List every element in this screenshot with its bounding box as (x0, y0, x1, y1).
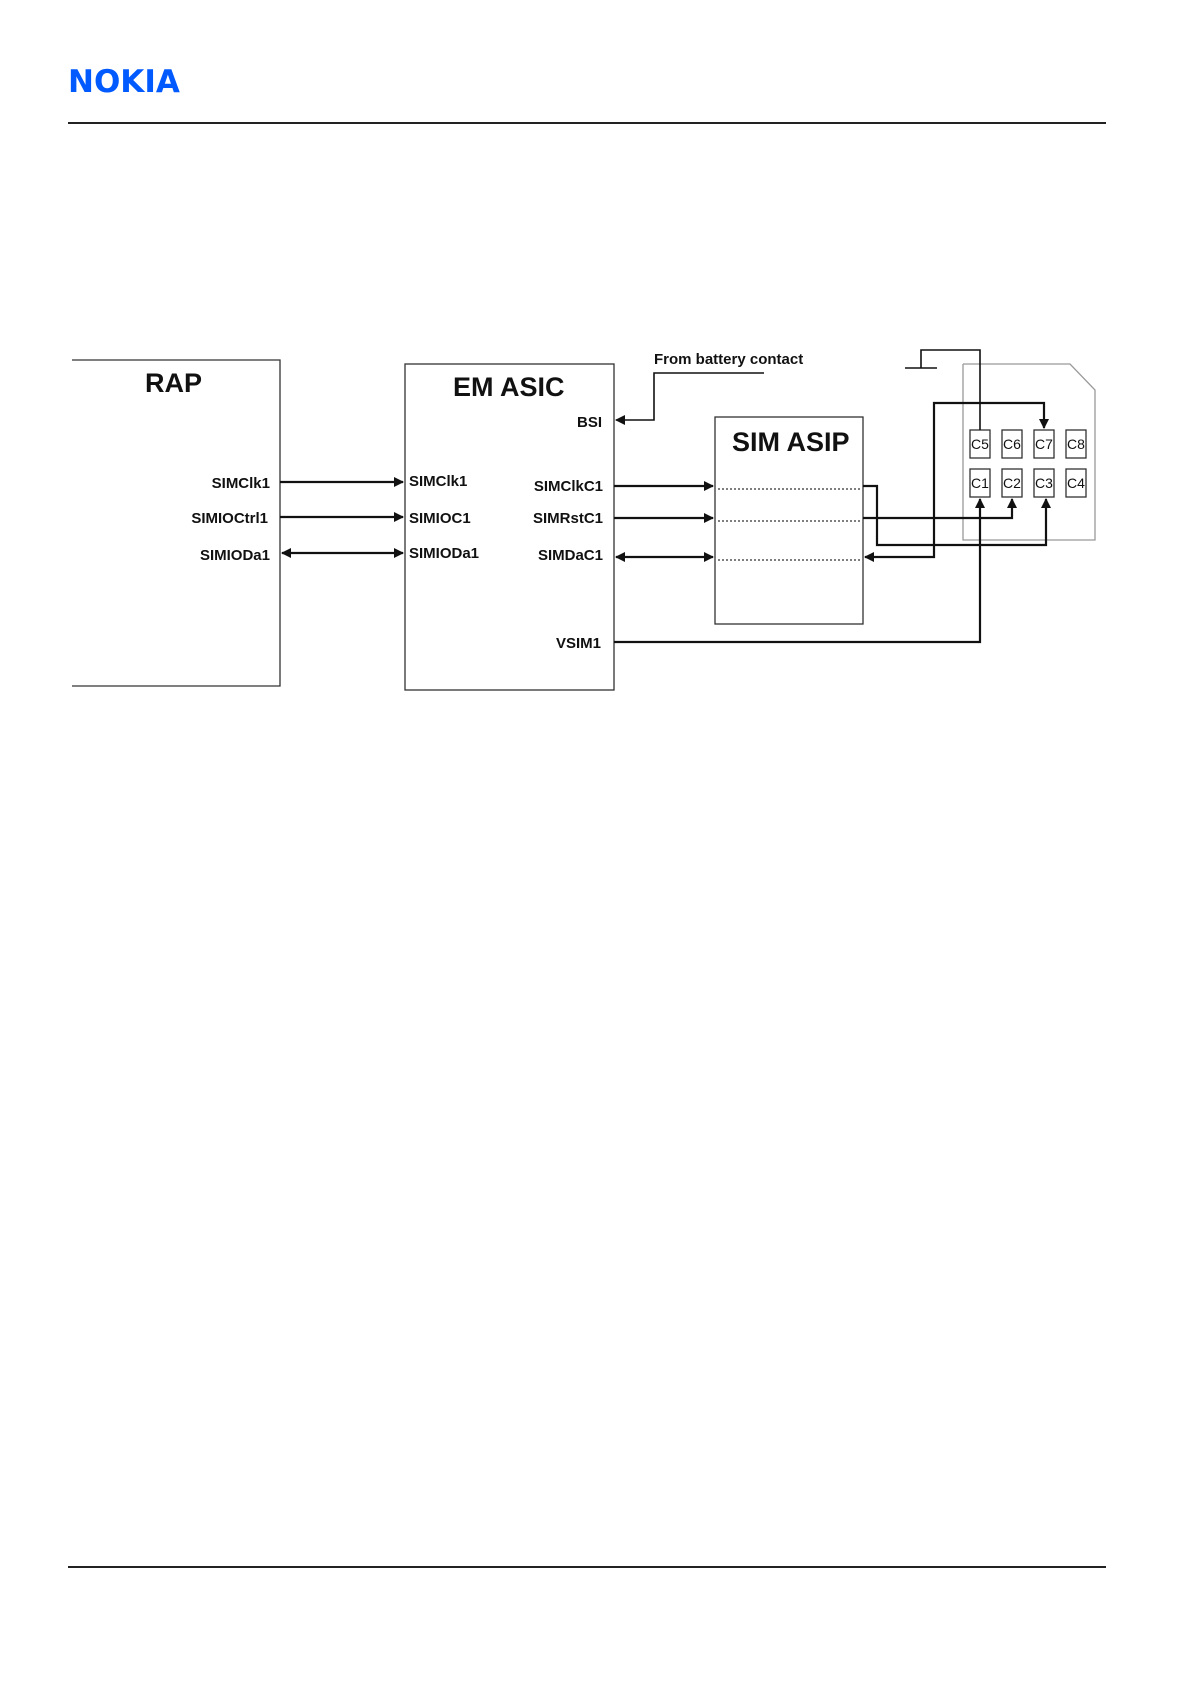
sim-contact-c7: C7 (1034, 430, 1054, 458)
bsi-wire (616, 373, 764, 420)
svg-text:C4: C4 (1067, 475, 1085, 491)
rap-block: RAP SIMClk1 SIMIOCtrl1 SIMIODa1 (72, 360, 280, 686)
wire-clk-to-c3 (863, 486, 1046, 545)
em-asic-pin-simioda1: SIMIODa1 (409, 545, 479, 562)
sim-contact-c3: C3 (1034, 469, 1054, 497)
sim-contact-c6: C6 (1002, 430, 1022, 458)
em-asic-pin-vsim1: VSIM1 (556, 635, 601, 652)
svg-text:C2: C2 (1003, 475, 1021, 491)
rap-pin-simclk1: SIMClk1 (212, 475, 270, 492)
sim-asip-title: SIM ASIP (732, 427, 850, 457)
wire-vsim1-to-c1 (614, 499, 980, 642)
em-asic-pin-simioc1: SIMIOC1 (409, 510, 471, 527)
sim-card: C5 C6 C7 C8 C1 C2 C3 C4 (963, 364, 1095, 540)
rap-title: RAP (145, 368, 202, 398)
sim-contact-c8: C8 (1066, 430, 1086, 458)
svg-text:C3: C3 (1035, 475, 1053, 491)
em-asic-pin-simclk1: SIMClk1 (409, 473, 467, 490)
sim-contact-c5: C5 (970, 430, 990, 458)
sim-card-outline (963, 364, 1095, 540)
sim-contact-c2: C2 (1002, 469, 1022, 497)
svg-text:C7: C7 (1035, 436, 1053, 452)
battery-contact-label: From battery contact (654, 351, 803, 368)
rap-pin-simioctrl1: SIMIOCtrl1 (191, 510, 268, 527)
em-asic-block: EM ASIC BSI SIMClk1 SIMIOC1 SIMIODa1 SIM… (405, 364, 614, 690)
svg-text:C8: C8 (1067, 436, 1085, 452)
sim-contact-c1: C1 (970, 469, 990, 497)
svg-text:C6: C6 (1003, 436, 1021, 452)
svg-text:C1: C1 (971, 475, 989, 491)
em-asic-pin-simdac1: SIMDaC1 (538, 547, 603, 564)
rap-pin-simioda1: SIMIODa1 (200, 547, 270, 564)
svg-text:C5: C5 (971, 436, 989, 452)
wire-rst-to-c2 (863, 499, 1012, 518)
em-asic-title: EM ASIC (453, 372, 565, 402)
em-asic-pin-simrstc1: SIMRstC1 (533, 510, 603, 527)
em-asic-pin-bsi: BSI (577, 414, 602, 431)
ground-wire-c5 (921, 350, 980, 430)
sim-asip-block: SIM ASIP (715, 417, 863, 624)
sim-contact-c4: C4 (1066, 469, 1086, 497)
em-asic-pin-simclkc1: SIMClkC1 (534, 478, 603, 495)
